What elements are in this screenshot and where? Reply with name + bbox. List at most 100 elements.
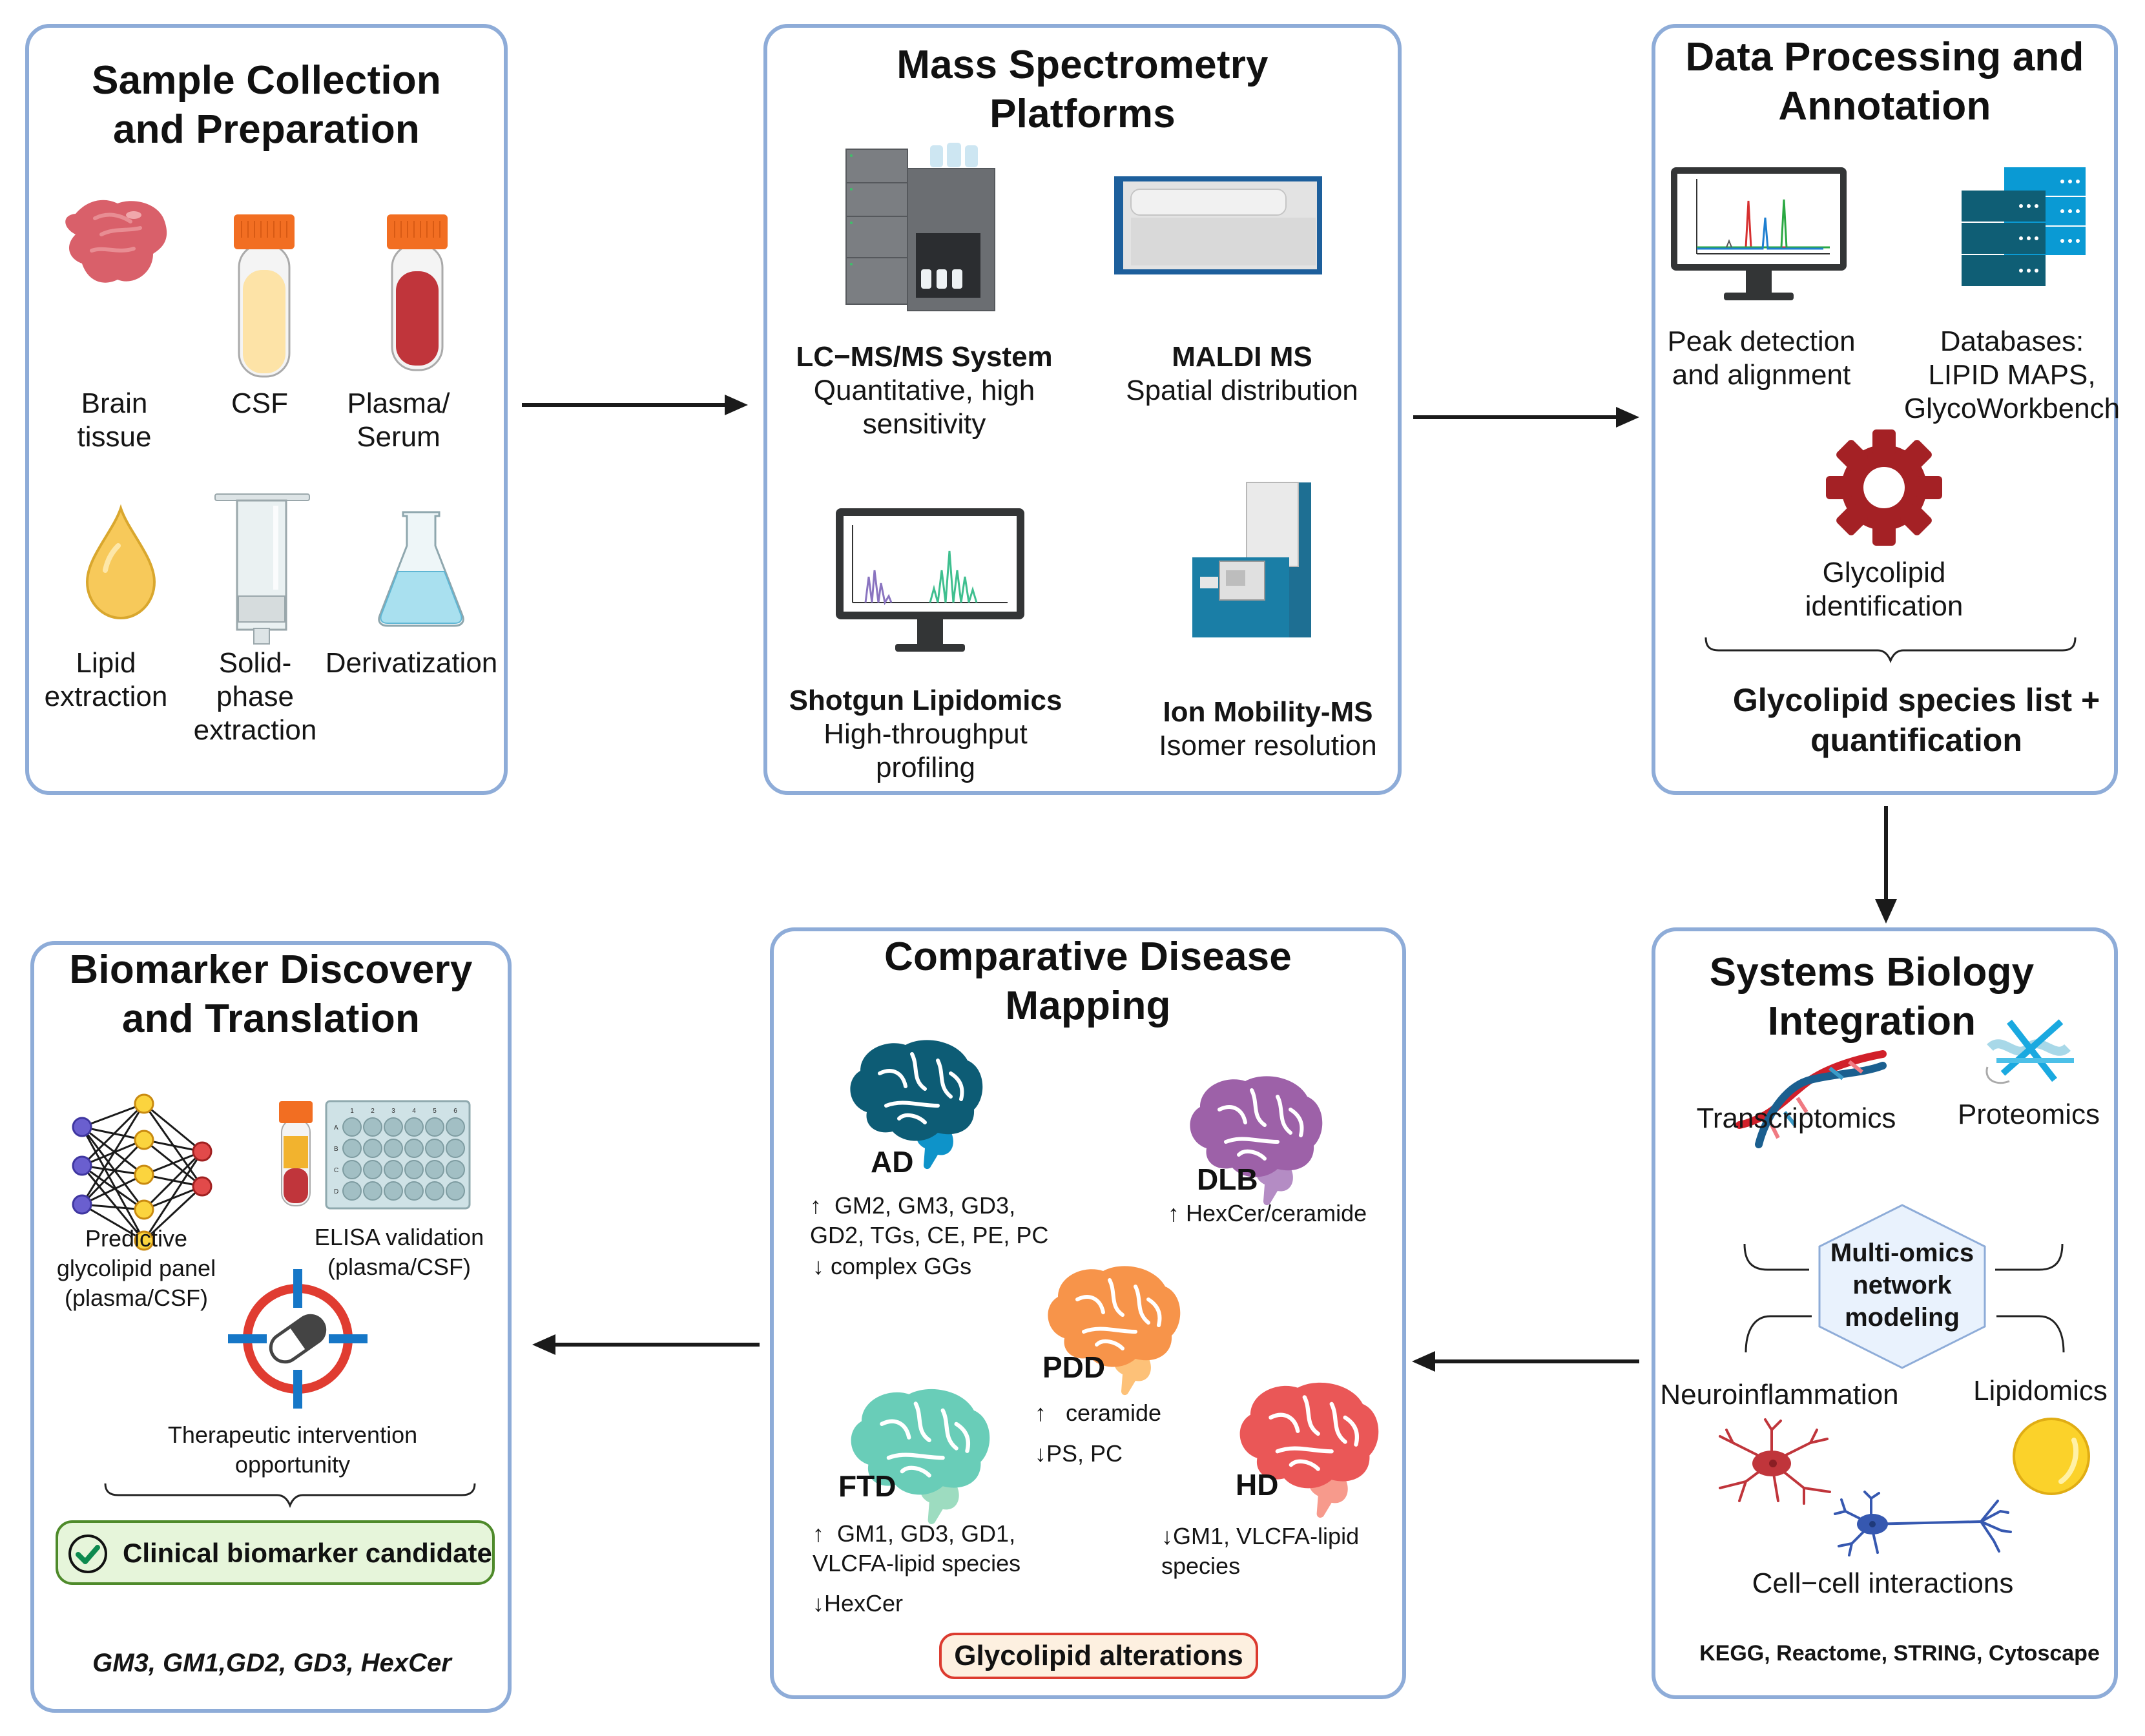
- brain-fold: [1269, 1412, 1300, 1433]
- panel-data-processing: Data Processing and Annotation: [1652, 24, 2120, 795]
- brain-fold: [1075, 1295, 1105, 1314]
- output-species-list: Glycolipid species list + quantification: [1732, 682, 2100, 758]
- nn-edge: [81, 1126, 145, 1241]
- maldi-instrument-icon: [1114, 176, 1322, 274]
- arrow-systems-to-comparative: [1412, 1351, 1639, 1372]
- nn-node: [192, 1141, 212, 1162]
- nn-edge: [81, 1139, 145, 1206]
- plate-row-label: A: [334, 1124, 338, 1132]
- brain-cerebrum: [1048, 1266, 1181, 1367]
- brain-folds: [1269, 1395, 1360, 1471]
- curly-brace: [1705, 637, 2077, 664]
- plate-well: [384, 1181, 403, 1201]
- sample-tube-icon: [279, 1101, 313, 1206]
- plate-well: [404, 1181, 424, 1201]
- nn-edge: [81, 1102, 145, 1128]
- brain-fold: [954, 1421, 971, 1453]
- panel-title: Sample Collection and Preparation: [92, 58, 441, 152]
- arrow-sample-to-ms: [522, 395, 748, 415]
- nn-node: [134, 1130, 154, 1150]
- plate-row-label: D: [334, 1188, 338, 1195]
- brain-ad-icon: [850, 1040, 983, 1170]
- panel-sample-collection: Sample Collection and Preparation: [25, 24, 508, 795]
- hub-connectors: [1743, 1243, 2065, 1353]
- brain-fold: [1343, 1415, 1360, 1447]
- nn-node: [134, 1230, 154, 1251]
- hub-label: Multi-omics network modeling: [1830, 1239, 1974, 1332]
- plate-well: [342, 1181, 362, 1201]
- label-elisa-validation: ELISA validation (plasma/CSF): [314, 1224, 484, 1280]
- platform-shotgun: Shotgun Lipidomics High-throughput profi…: [789, 685, 1062, 783]
- nn-edge: [81, 1102, 145, 1167]
- plate-well: [446, 1139, 465, 1158]
- plate-well: [446, 1117, 465, 1137]
- brain-cerebrum: [851, 1389, 990, 1495]
- brain-fold: [878, 1069, 907, 1088]
- label-glycolipid-identification: Glycolipid identification: [1805, 557, 1964, 622]
- label-derivatization: Derivatization: [325, 647, 498, 679]
- clinical-candidate-badge: Clinical biomarker candidate: [56, 1520, 495, 1585]
- plate-column-label: 3: [391, 1108, 395, 1115]
- brain-fold: [1289, 1108, 1304, 1137]
- brain-fold: [1082, 1327, 1137, 1334]
- nn-edge: [81, 1126, 145, 1210]
- brain-fold: [1329, 1401, 1347, 1444]
- chromatogram-monitor-icon: [1671, 167, 1847, 300]
- pdd-upregulated: ↑ ceramide: [1035, 1400, 1162, 1426]
- disease-label-hd: HD: [1236, 1468, 1279, 1502]
- label-plasma-serum: Plasma/ Serum: [347, 388, 450, 453]
- nn-edge: [81, 1164, 145, 1211]
- brain-fold: [910, 1052, 927, 1091]
- brain-fold: [936, 1059, 953, 1099]
- plate-well: [342, 1139, 362, 1158]
- tools-list: KEGG, Reactome, STRING, Cytoscape: [1699, 1641, 2100, 1666]
- plate-well: [384, 1117, 403, 1137]
- lc-ms-instrument-icon: [845, 143, 995, 311]
- disease-label-ad: AD: [871, 1145, 914, 1179]
- nn-edge: [81, 1165, 145, 1241]
- plate-column-label: 5: [433, 1108, 437, 1115]
- label-csf: CSF: [231, 388, 288, 419]
- label-predictive-panel: Predictive glycolipid panel (plasma/CSF): [56, 1225, 216, 1311]
- label-proteomics: Proteomics: [1957, 1099, 2100, 1130]
- brain-cerebrum: [850, 1040, 983, 1141]
- brain-cerebellum: [917, 1132, 953, 1170]
- ion-mobility-instrument-icon: [1192, 482, 1311, 637]
- brain-fold: [897, 1113, 927, 1124]
- nn-node: [134, 1199, 154, 1220]
- spectrum-monitor-icon: [836, 508, 1024, 652]
- panel-title: Systems Biology Integration: [1709, 950, 2035, 1044]
- ad-upregulated: ↑ GM2, GM3, GD3, GD2, TGs, CE, PE, PC: [810, 1192, 1049, 1248]
- plate-well: [384, 1160, 403, 1179]
- label-solid-phase-extraction: Solid- phase extraction: [193, 647, 317, 746]
- plate-column-label: 1: [350, 1108, 354, 1115]
- plate-column-label: 2: [371, 1108, 375, 1115]
- brain-fold: [1224, 1137, 1280, 1144]
- drug-target-icon: [228, 1269, 368, 1409]
- brain-pdd-icon: [1048, 1266, 1181, 1396]
- plate-well: [446, 1160, 465, 1179]
- label-databases: Databases: LIPID MAPS, GlycoWorkbench: [1903, 326, 2120, 424]
- plate-well: [425, 1117, 444, 1137]
- brain-fold: [949, 1071, 964, 1101]
- plate-well: [363, 1117, 382, 1137]
- platform-maldi: MALDI MS Spatial distribution: [1126, 341, 1358, 406]
- arrow-comparative-to-biomarker: [532, 1334, 760, 1355]
- brain-fold: [1146, 1297, 1162, 1327]
- check-circle-icon: [68, 1534, 107, 1573]
- hd-downregulated: ↓GM1, VLCFA-lipid species: [1161, 1523, 1360, 1579]
- brain-fold: [886, 1452, 945, 1460]
- nn-connections: [81, 1102, 203, 1242]
- nn-edge: [143, 1102, 203, 1153]
- brain-ftd-icon: [851, 1389, 990, 1524]
- plate-well: [363, 1181, 382, 1201]
- nn-node: [72, 1194, 92, 1215]
- panel-title: Comparative Disease Mapping: [884, 935, 1292, 1028]
- panel-systems-biology: Systems Biology Integration Transcriptom…: [1652, 927, 2118, 1699]
- brain-fold: [1218, 1105, 1247, 1124]
- label-lipidomics: Lipidomics: [1973, 1375, 2108, 1407]
- brain-folds: [880, 1401, 971, 1478]
- brain-fold: [1237, 1149, 1267, 1161]
